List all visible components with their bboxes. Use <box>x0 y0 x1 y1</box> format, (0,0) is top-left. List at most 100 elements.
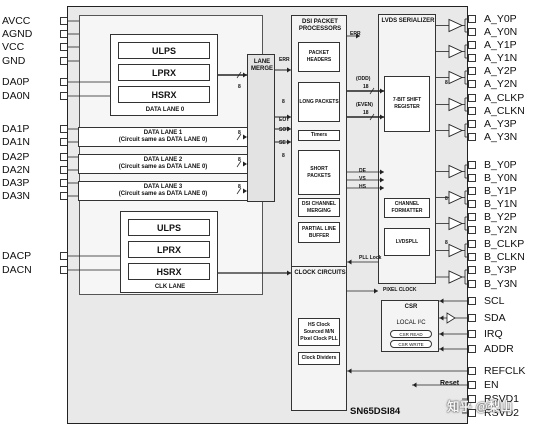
right-pin-label: B_Y1P <box>484 185 517 197</box>
csr-arrow <box>439 331 444 337</box>
err-label: ERR <box>279 57 290 63</box>
partial-line-buffer-block: PARTIAL LINE BUFFER <box>298 222 340 243</box>
right-pin-label: A_Y2N <box>484 78 518 90</box>
lvds-output-buffer <box>448 216 464 231</box>
sync-arrow <box>380 169 384 175</box>
right-pin-label: A_Y0P <box>484 13 517 25</box>
lvds-output-buffer <box>448 123 464 138</box>
dsi-title: DSI PACKET PROCESSORS <box>298 19 342 32</box>
data-lane-1-block: DATA LANE 1 (Circuit same as DATA LANE 0… <box>78 127 248 147</box>
merge-arrow <box>287 114 291 120</box>
timers-block: Timers <box>298 130 340 141</box>
lvds-output-buffer <box>448 18 464 33</box>
merge-arrow <box>287 139 291 145</box>
lvds-output-buffer <box>448 70 464 85</box>
se-label: SE <box>279 140 286 146</box>
right-pin-label: B_CLKP <box>484 238 525 250</box>
bus8-out3: 8 <box>445 240 448 246</box>
right-pin-label: A_Y1P <box>484 39 517 51</box>
left-pin-label: AVCC <box>2 15 31 27</box>
left-pin-label: DACN <box>2 264 32 276</box>
left-pin-label: GND <box>2 55 26 67</box>
bus-tick <box>369 87 375 95</box>
left-pin-label: DA0P <box>2 76 30 88</box>
vs-label: VS <box>359 176 366 182</box>
right-pin-label: A_Y1N <box>484 52 518 64</box>
pin-pad <box>60 43 68 51</box>
lane3-sub: (Circuit same as DATA LANE 0) <box>118 191 208 197</box>
bus8-lane2: 8 <box>238 157 241 163</box>
data-arrow <box>380 88 384 94</box>
bus-tick <box>236 71 242 79</box>
pin-pad <box>60 179 68 187</box>
pin-pad <box>468 345 476 353</box>
pin-pad <box>468 161 476 169</box>
odd-label: (ODD) <box>356 76 371 82</box>
pin-pad <box>468 240 476 248</box>
dsi-channel-merging-block: DSI CHANNEL MERGING <box>298 198 340 217</box>
right-pin-label: B_Y2P <box>484 211 517 223</box>
right-pin-label: EN <box>484 379 499 391</box>
pin-pad <box>468 41 476 49</box>
left-pin-label: DA0N <box>2 90 31 102</box>
bus-tick <box>236 187 242 195</box>
pixel-clock-label: PIXEL CLOCK <box>383 287 417 293</box>
csr-write-block: CSR WRITE <box>390 340 432 348</box>
lane0-lprx: LPRX <box>118 64 210 81</box>
right-pin-label: A_CLKP <box>484 92 525 104</box>
pin-pad <box>468 297 476 305</box>
lane-merge-block: LANE MERGE <box>247 54 275 202</box>
pin-pad <box>468 133 476 141</box>
pin-pad <box>468 67 476 75</box>
packet-headers-block: PACKET HEADERS <box>298 42 340 72</box>
bus-tick <box>369 113 375 121</box>
merge-arrow <box>287 126 291 132</box>
lane-arrow <box>243 161 247 167</box>
err-arrow <box>356 33 360 39</box>
lane3-title: DATA LANE 3 <box>143 184 183 190</box>
pixel-clock-arrow <box>374 288 378 294</box>
lvds-output-buffer <box>448 190 464 205</box>
data-lane-2-block: DATA LANE 2 (Circuit same as DATA LANE 0… <box>78 154 248 174</box>
long-packets-block: LONG PACKETS <box>298 82 340 122</box>
lane0-label: DATA LANE 0 <box>145 107 185 113</box>
pin-pad <box>468 367 476 375</box>
bus8-lane3: 8 <box>238 184 241 190</box>
bus8-merge2: 8 <box>282 153 285 159</box>
right-pin-label: SCL <box>484 295 505 307</box>
eot-label: EOT <box>279 117 290 123</box>
pin-pad <box>468 80 476 88</box>
pll-lock-label: PLL Lock <box>359 255 382 261</box>
shift-register-block: 7-BIT SHIFT REGISTER <box>384 76 430 132</box>
pin-pad <box>468 409 476 417</box>
bus8-merge: 8 <box>282 99 285 105</box>
left-pin-label: DA3N <box>2 190 31 202</box>
err2-label: ERR <box>350 31 361 37</box>
pin-pad <box>60 92 68 100</box>
lvdspll-block: LVDSPLL <box>384 228 430 256</box>
right-pin-label: B_CLKN <box>484 251 525 263</box>
bus8-out1: 8 <box>445 80 448 86</box>
data-lane-0-block: ULPS LPRX HSRX DATA LANE 0 <box>110 34 218 116</box>
lane2-title: DATA LANE 2 <box>143 157 183 163</box>
right-pin-label: B_Y0P <box>484 159 517 171</box>
right-pin-label: SDA <box>484 312 506 324</box>
left-pin-label: AGND <box>2 28 33 40</box>
left-pin-label: DA1N <box>2 136 31 148</box>
merge-arrow <box>287 67 291 73</box>
pin-pad <box>60 138 68 146</box>
right-pin-label: RSVD1 <box>484 393 520 405</box>
left-pin-label: DACP <box>2 250 32 262</box>
pin-pad <box>60 17 68 25</box>
right-pin-label: A_CLKN <box>484 105 525 117</box>
pin-pad <box>60 30 68 38</box>
sda-buffer <box>446 312 456 324</box>
channel-formatter-block: CHANNEL FORMATTER <box>384 198 430 218</box>
clk-lane-label: CLK LANE <box>154 284 186 290</box>
right-pin-label: IRQ <box>484 328 503 340</box>
pin-pad <box>468 120 476 128</box>
pin-pad <box>468 213 476 221</box>
left-pin-label: VCC <box>2 41 25 53</box>
